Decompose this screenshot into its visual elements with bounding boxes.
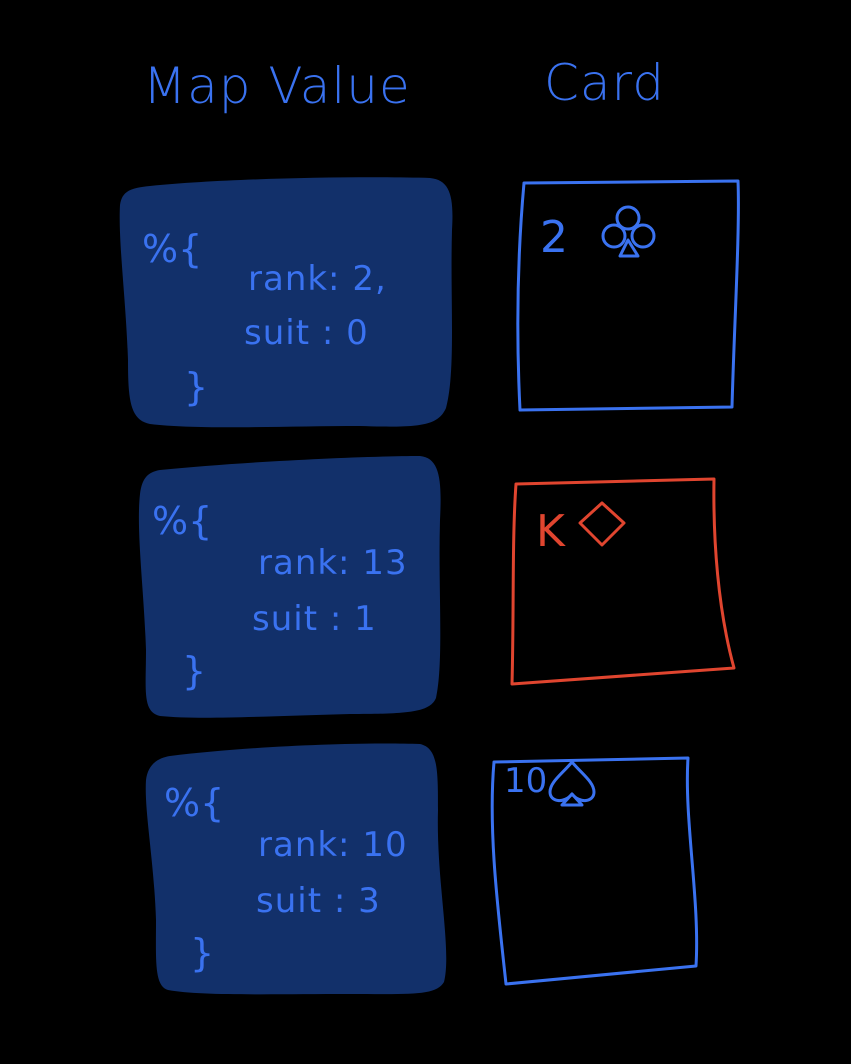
map-rank-line-3: rank: 10 bbox=[258, 825, 408, 865]
map-open-brace-2: %{ bbox=[152, 499, 212, 543]
map-suit-line-2: suit : 1 bbox=[252, 599, 377, 639]
header-map-value: Map Value bbox=[143, 57, 411, 115]
row-3: %{ rank: 10 suit : 3 } 10 bbox=[145, 743, 699, 995]
map-close-brace-2: } bbox=[182, 649, 206, 693]
map-suit-line-3: suit : 3 bbox=[256, 881, 381, 921]
card-rank-3: 10 bbox=[504, 761, 547, 801]
map-panel-1 bbox=[119, 177, 453, 428]
header-card: Card bbox=[544, 54, 665, 112]
card-outline-1 bbox=[516, 179, 740, 412]
card-rank-1: 2 bbox=[540, 212, 568, 263]
map-open-brace-3: %{ bbox=[164, 781, 224, 825]
card-outline-2 bbox=[510, 477, 736, 686]
map-rank-line-1: rank: 2, bbox=[248, 259, 387, 299]
map-panel-2 bbox=[138, 456, 441, 718]
map-open-brace-1: %{ bbox=[142, 227, 202, 271]
diamond-icon bbox=[578, 501, 626, 547]
card-rank-2: K bbox=[536, 506, 566, 557]
spade-icon bbox=[548, 760, 596, 807]
club-icon bbox=[601, 205, 656, 258]
card-outline-3 bbox=[490, 756, 699, 986]
map-rank-line-2: rank: 13 bbox=[258, 543, 408, 583]
map-panel-3 bbox=[145, 743, 447, 995]
map-close-brace-1: } bbox=[184, 365, 208, 409]
row-2: %{ rank: 13 suit : 1 } K bbox=[138, 456, 736, 718]
row-1: %{ rank: 2, suit : 0 } 2 bbox=[119, 177, 740, 428]
map-close-brace-3: } bbox=[190, 931, 214, 975]
map-suit-line-1: suit : 0 bbox=[244, 313, 369, 353]
